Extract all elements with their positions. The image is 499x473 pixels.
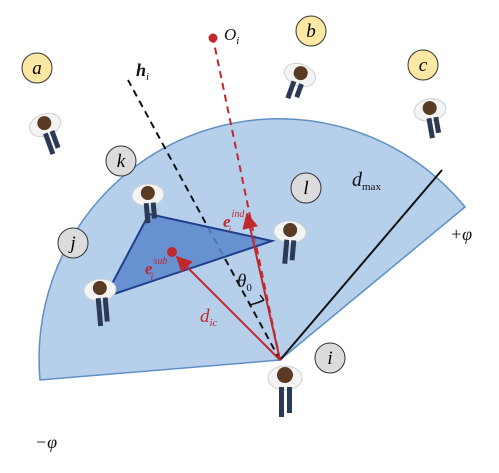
plus-phi-label: +φ [450,224,472,244]
svg-text:i: i [327,348,332,369]
group-center-point [167,247,177,257]
agent-label-i: i [314,342,346,374]
agent-label-l: l [290,172,322,204]
svg-text:b: b [306,21,316,42]
agent-label-a: a [21,52,53,84]
svg-text:j: j [67,233,75,254]
e-sub-arrow [175,255,281,361]
person-c [413,98,447,139]
theta-label: θ0 [237,271,252,294]
person-i [267,365,303,417]
person-l [273,220,307,264]
dmax-label: dmax [352,169,381,193]
svg-text:k: k [117,151,126,172]
svg-text:a: a [32,58,42,79]
person-a [29,112,61,155]
minus-phi-label: −φ [35,432,57,452]
person-k [131,183,165,224]
e-ind-arrow [242,212,281,361]
agent-label-j: j [57,227,89,259]
perception-sector [38,118,467,381]
agent-label-c: c [407,49,439,81]
goal-label: Oi [224,25,239,47]
agent-label-k: k [105,145,137,177]
goal-point [208,33,218,43]
svg-text:l: l [303,178,308,199]
person-b [284,62,316,100]
heading-label: hi [136,60,149,83]
person-j [83,278,117,327]
agent-label-b: b [295,15,327,47]
svg-text:c: c [419,55,428,76]
dmax-radius-line [279,169,443,361]
dic-label: dic [200,306,218,329]
heading-line [127,79,281,361]
